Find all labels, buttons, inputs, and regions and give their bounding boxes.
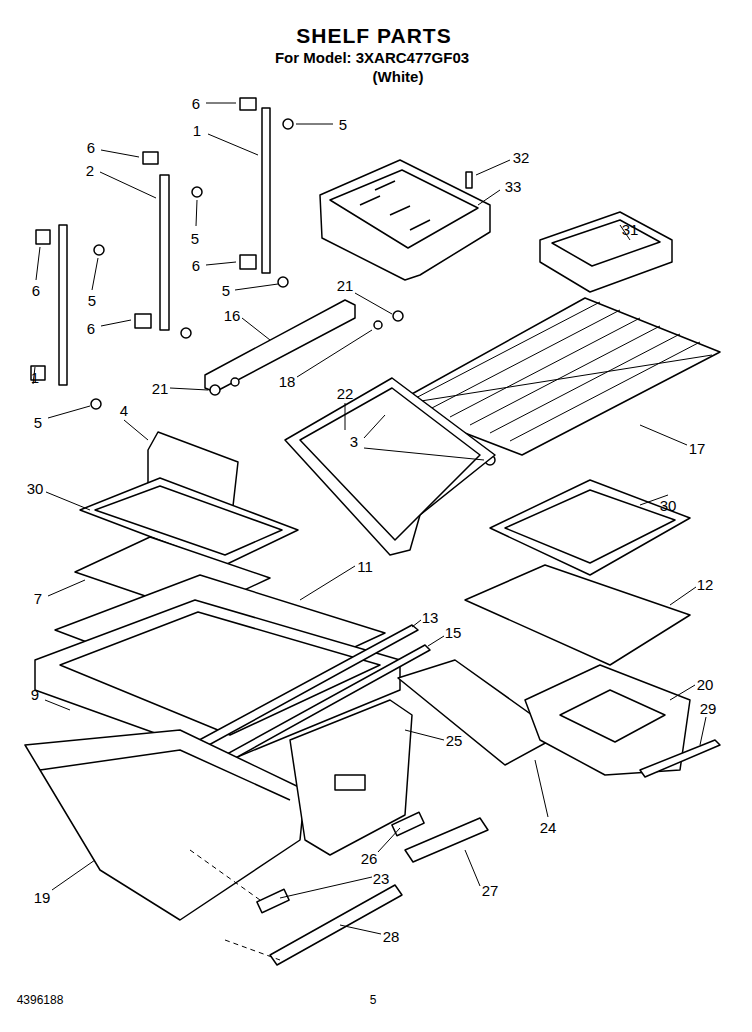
callout-number: 21 [152, 381, 169, 396]
callout-number: 6 [32, 283, 40, 298]
callout-number: 6 [87, 140, 95, 155]
callout-number: 1 [193, 123, 201, 138]
callout-number: 11 [357, 559, 373, 574]
footer-text: 4396188 [17, 994, 64, 1006]
callout-number: 30 [660, 498, 677, 513]
callout-number: 5 [191, 231, 199, 246]
callout-number: 6 [192, 96, 200, 111]
callout-number: 28 [383, 929, 400, 944]
callout-number: 1 [31, 370, 39, 385]
callout-number: 27 [482, 883, 499, 898]
footer-text: 5 [370, 994, 377, 1006]
callout-number: 5 [222, 283, 230, 298]
callout-number: 2 [86, 163, 94, 178]
callout-number: 20 [697, 677, 714, 692]
callout-number: 32 [513, 150, 530, 165]
callout-number: 4 [120, 403, 128, 418]
callout-number: 19 [34, 890, 51, 905]
callout-number: 13 [422, 610, 439, 625]
callout-number: 25 [446, 733, 463, 748]
callout-number: 9 [31, 687, 39, 702]
callout-number: 24 [540, 820, 557, 835]
callout-number: 26 [361, 851, 378, 866]
callout-number: 21 [337, 278, 354, 293]
callout-number: 6 [192, 258, 200, 273]
callout-number: 16 [224, 308, 241, 323]
callout-number: 5 [88, 293, 96, 308]
callout-number: 33 [505, 179, 522, 194]
callout-number: 15 [445, 625, 462, 640]
callout-number: 30 [27, 481, 44, 496]
callout-number: 7 [34, 591, 42, 606]
diagram-title: SHELF PARTS [296, 24, 451, 48]
callout-number: 22 [337, 386, 354, 401]
callout-number: 29 [700, 701, 717, 716]
callout-number: 31 [622, 222, 639, 237]
callout-number: 17 [689, 441, 706, 456]
callout-number: 3 [350, 434, 358, 449]
callout-number: 12 [697, 577, 714, 592]
callout-number: 23 [373, 871, 390, 886]
callout-number: 6 [87, 321, 95, 336]
callout-number: 18 [279, 374, 296, 389]
callout-number: 5 [339, 117, 347, 132]
callout-number: 5 [34, 415, 42, 430]
model-text: For Model: 3XARC477GF03 [275, 50, 469, 65]
model-text: (White) [373, 69, 424, 84]
